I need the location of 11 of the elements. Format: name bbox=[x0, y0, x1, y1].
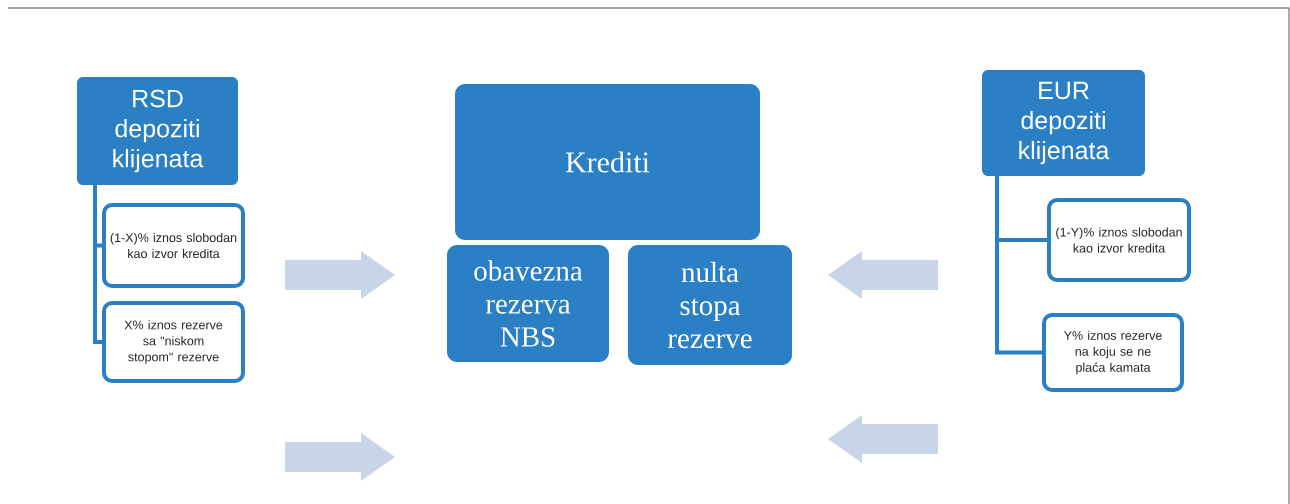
reserve-box: nulta stopa rezerve bbox=[628, 245, 792, 365]
note-box: Y% iznos rezerve na koju se ne plaća kamata bbox=[1042, 313, 1184, 392]
reserve-box: obavezna rezerva NBS bbox=[447, 245, 609, 362]
note-box: (1-X)% iznos slobodan kao izvor kredita bbox=[102, 203, 245, 288]
deposit-box: RSD depoziti klijenata bbox=[77, 77, 238, 185]
note-box: X% iznos rezerve sa "niskom stopom" rezerve bbox=[102, 301, 245, 383]
deposit-box: EUR depoziti klijenata bbox=[982, 70, 1145, 176]
credit-box: Krediti bbox=[455, 84, 760, 240]
note-box: (1-Y)% iznos slobodan kao izvor kredita bbox=[1047, 198, 1191, 282]
connector-line bbox=[995, 176, 1042, 355]
connector-line bbox=[93, 185, 102, 344]
